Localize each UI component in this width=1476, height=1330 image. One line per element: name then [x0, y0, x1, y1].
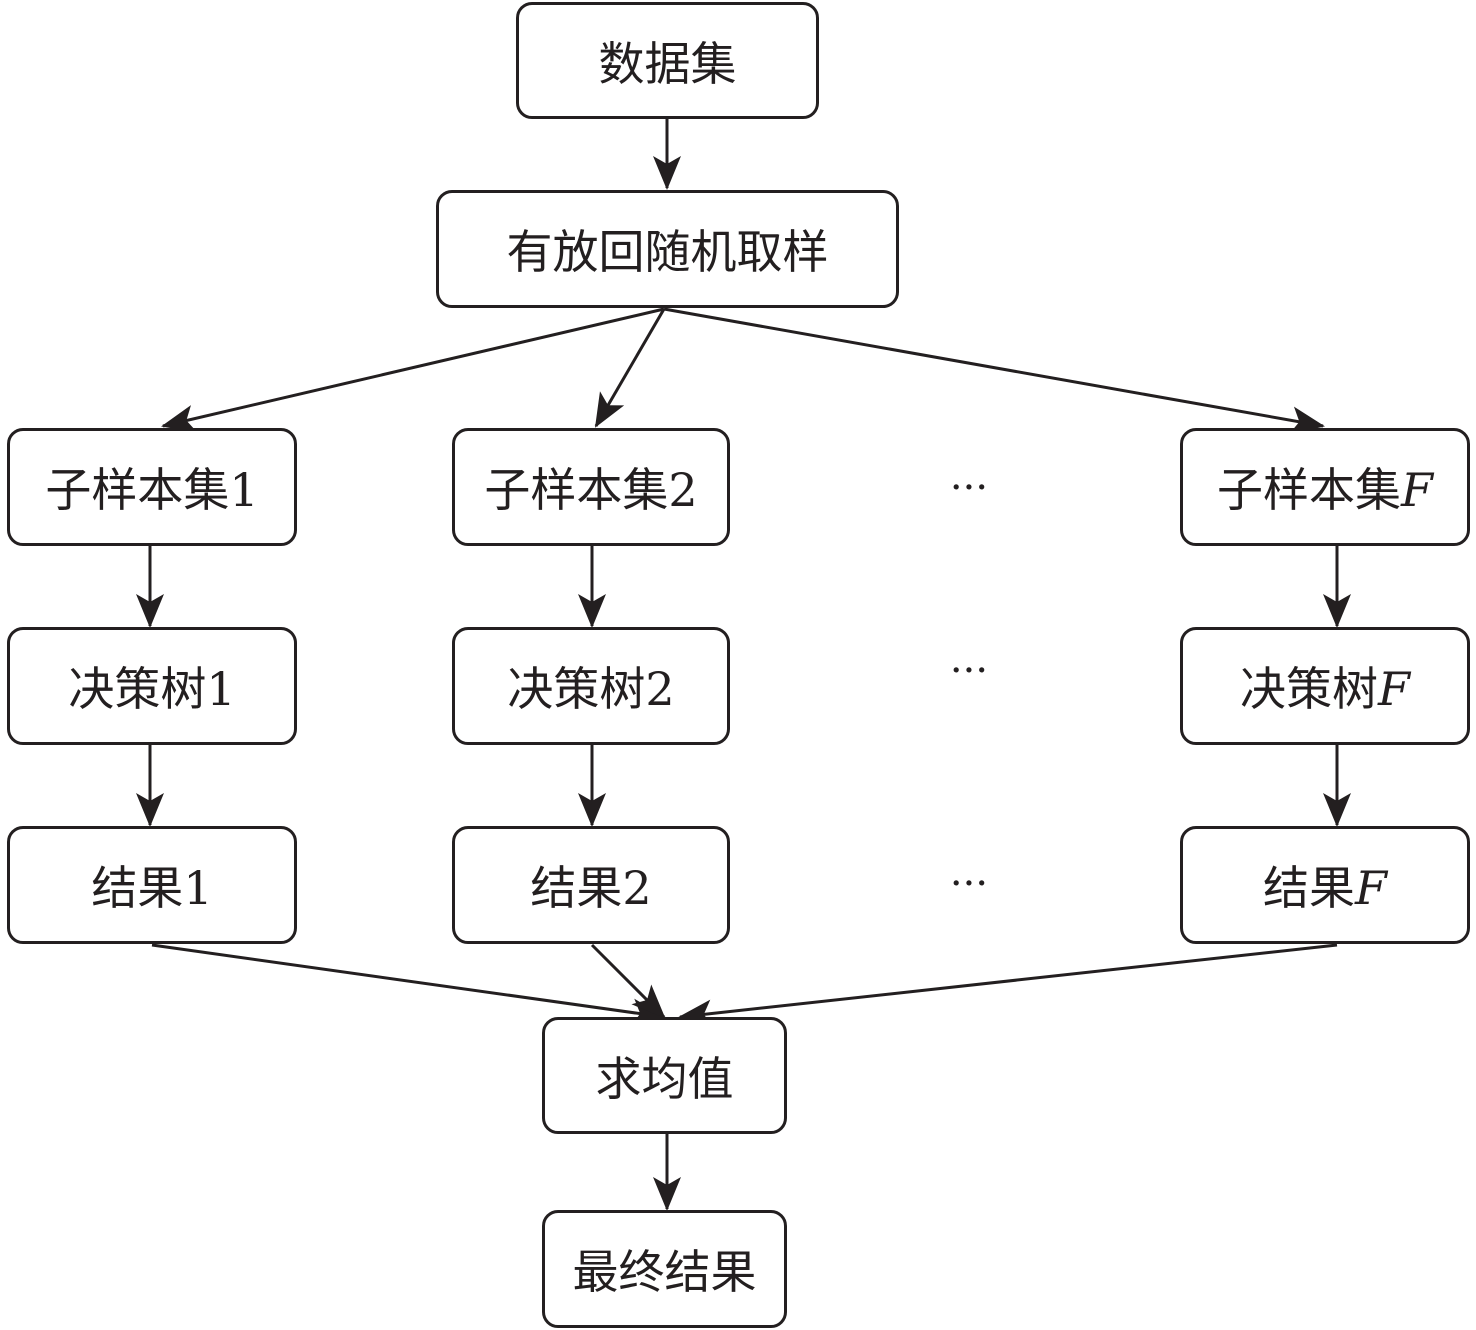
- node-tree-f: 决策树F: [1180, 627, 1470, 745]
- node-tree-1: 决策树1: [7, 627, 297, 745]
- node-result-2-label: 结果2: [530, 861, 652, 915]
- node-subsample-1: 子样本集1: [7, 428, 297, 546]
- arrow-result-1-to-average: [151, 943, 666, 1027]
- arrow-sampling-to-subsample-f: [663, 307, 1325, 435]
- node-result-f-var: F: [1355, 861, 1387, 915]
- node-dataset: 数据集: [516, 2, 819, 119]
- node-result-f-label: 结果F: [1263, 852, 1387, 918]
- node-dataset-label: 数据集: [598, 36, 737, 91]
- node-subsample-1-label: 子样本集1: [45, 463, 259, 517]
- node-tree-2-label: 决策树2: [507, 662, 675, 716]
- node-subsample-f-label: 子样本集F: [1217, 454, 1433, 520]
- node-subsample-f-var: F: [1401, 463, 1433, 517]
- node-tree-2: 决策树2: [452, 627, 730, 745]
- ellipsis-subsample-row: ···: [949, 465, 989, 511]
- node-result-1-label: 结果1: [91, 861, 213, 915]
- ellipsis-tree-row: ···: [949, 648, 989, 694]
- node-subsample-2: 子样本集2: [452, 428, 730, 546]
- node-final-label: 最终结果: [572, 1245, 757, 1299]
- node-average: 求均值: [542, 1017, 787, 1134]
- node-sampling-label: 有放回随机取样: [506, 225, 829, 279]
- node-result-2: 结果2: [452, 826, 730, 944]
- node-subsample-2-label: 子样本集2: [484, 463, 698, 517]
- node-subsample-f-prefix: 子样本集: [1217, 463, 1402, 517]
- node-tree-f-var: F: [1378, 662, 1410, 716]
- node-average-label: 求均值: [595, 1051, 734, 1106]
- node-tree-f-label: 决策树F: [1240, 653, 1410, 719]
- node-sampling: 有放回随机取样: [436, 190, 899, 308]
- node-final: 最终结果: [542, 1210, 787, 1328]
- arrow-result-f-to-average: [678, 943, 1338, 1028]
- node-result-f-prefix: 结果: [1263, 861, 1356, 915]
- node-tree-f-prefix: 决策树: [1240, 662, 1379, 716]
- arrow-result-2-to-average: [590, 943, 666, 1019]
- arrow-sampling-to-subsample-1: [161, 307, 665, 433]
- arrow-sampling-to-subsample-2: [594, 308, 666, 428]
- node-result-f: 结果F: [1180, 826, 1470, 944]
- ellipsis-result-row: ···: [949, 861, 989, 907]
- node-tree-1-label: 决策树1: [68, 662, 236, 716]
- node-result-1: 结果1: [7, 826, 297, 944]
- node-subsample-f: 子样本集F: [1180, 428, 1470, 546]
